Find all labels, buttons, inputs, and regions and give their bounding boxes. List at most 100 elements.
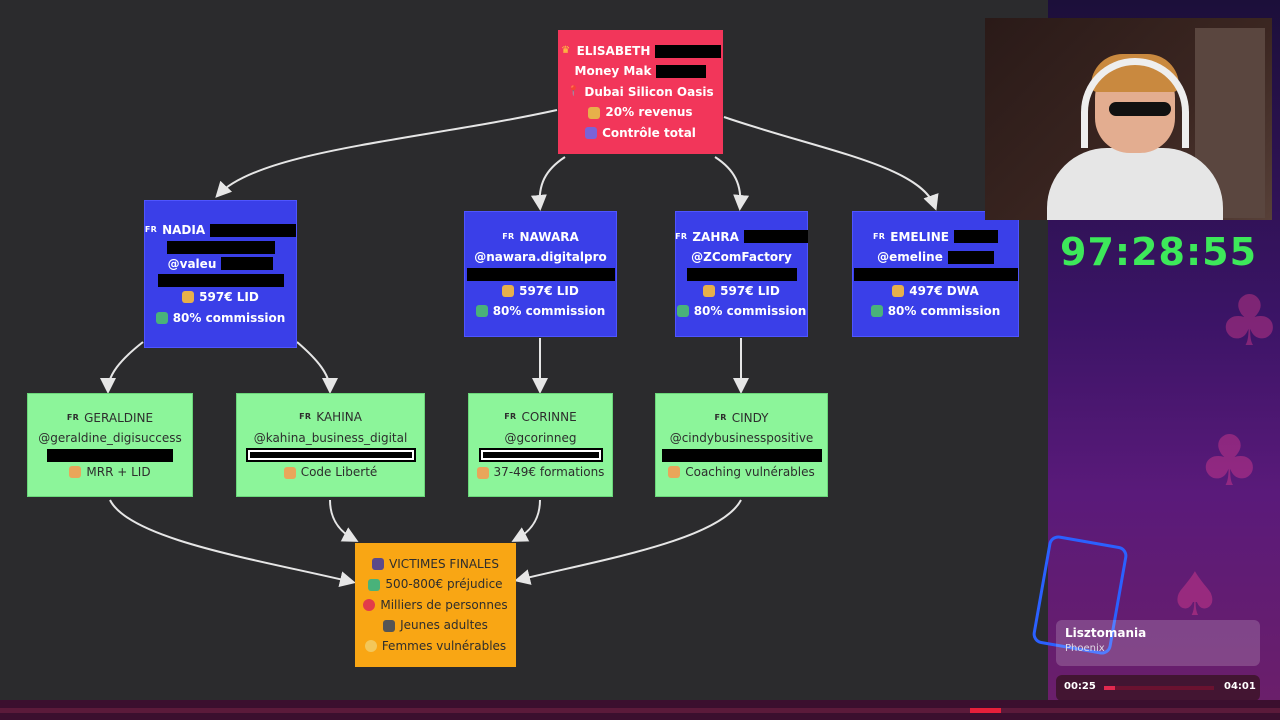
person-icon (476, 466, 489, 479)
money-bag-icon (182, 291, 195, 304)
affiliate-name: KAHINA (316, 410, 362, 425)
victims-item: Jeunes adultes (400, 618, 488, 633)
affiliate-detail: 37-49€ formations (493, 465, 605, 480)
manager-name: EMELINE (890, 229, 949, 244)
redaction (656, 65, 707, 78)
affiliate-handle: @kahina_business_digital (253, 430, 408, 445)
video-progress-bar[interactable] (0, 708, 1280, 713)
node-elisabeth[interactable]: ♛ELISABETH Money Mak 📍Dubai Silicon Oasi… (558, 30, 723, 154)
edge-nadia-kahina (296, 341, 338, 394)
edge-elisabeth-zahra (714, 156, 750, 211)
person-icon (283, 466, 296, 479)
node-title: ELISABETH (576, 43, 651, 58)
edge-elisabeth-nadia (215, 109, 558, 198)
money-wings-icon (676, 305, 689, 318)
edge-geraldine-victims (109, 499, 356, 587)
affiliate-detail: MRR + LID (86, 464, 151, 479)
redaction (478, 448, 603, 463)
money-bag-icon (502, 284, 515, 297)
sunglasses-icon (1109, 102, 1171, 116)
flag-label: FR (504, 412, 517, 422)
song-progress-fill (1104, 686, 1115, 690)
redaction (245, 448, 416, 463)
now-playing-widget: Lisztomania Phoenix 00:25 04:01 (1056, 620, 1260, 702)
redaction (166, 240, 275, 254)
flag-label: FR (873, 231, 886, 241)
node-victims[interactable]: VICTIMES FINALES 500-800€ préjudice Mill… (355, 543, 516, 667)
headphones-icon (1081, 58, 1189, 148)
manager-name: NADIA (162, 223, 206, 237)
edge-nadia-geraldine (100, 341, 144, 394)
video-progress-fill (970, 708, 1001, 713)
redaction (743, 230, 808, 244)
affiliate-name: CINDY (731, 410, 769, 425)
target-icon (363, 599, 376, 611)
song-progress-track (1104, 686, 1214, 690)
person-icon (668, 466, 681, 478)
pin-icon: 📍 (567, 86, 580, 97)
money-bag-icon (588, 106, 601, 119)
flag-label: FR (502, 231, 515, 241)
song-title: Lisztomania (1065, 626, 1147, 640)
manager-offer: 497€ DWA (909, 283, 979, 298)
redaction (953, 230, 998, 244)
face-icon (364, 640, 377, 652)
money-wings-icon (368, 578, 381, 591)
redaction (947, 250, 994, 264)
affiliate-name: GERALDINE (84, 410, 154, 425)
edge-elisabeth-nawara (530, 156, 566, 211)
money-bag-icon (703, 284, 716, 297)
redaction (686, 267, 797, 281)
now-playing-info: Lisztomania Phoenix (1056, 620, 1260, 666)
crown-icon: ♛ (561, 45, 571, 56)
node-location: Dubai Silicon Oasis (584, 84, 714, 99)
victims-item: 500-800€ préjudice (385, 577, 503, 592)
manager-commission: 80% commission (172, 310, 286, 325)
node-cindy[interactable]: FR CINDY @cindybusinesspositive Coaching … (655, 393, 828, 497)
money-wings-icon (155, 311, 168, 324)
affiliate-handle: @gcorinneg (504, 430, 577, 445)
club-icon: ♣ (1218, 280, 1280, 362)
affiliate-detail: Code Liberté (300, 465, 378, 480)
flag-label: FR (299, 412, 312, 422)
club-icon: ♣ (1198, 420, 1261, 502)
manager-commission: 80% commission (887, 304, 1001, 318)
manager-offer: 597€ LID (720, 283, 780, 298)
redaction (157, 274, 284, 287)
affiliate-handle: @geraldine_digisuccess (38, 431, 182, 446)
flag-label: FR (66, 412, 80, 422)
node-geraldine[interactable]: FR GERALDINE @geraldine_digisuccess MRR +… (27, 393, 193, 497)
spade-icon: ♠ (1168, 560, 1222, 630)
manager-name: NAWARA (519, 229, 579, 244)
song-artist: Phoenix (1065, 643, 1105, 654)
victims-item: Milliers de personnes (380, 597, 508, 612)
affiliate-handle: @cindybusinesspositive (669, 431, 814, 446)
victims-title: VICTIMES FINALES (389, 556, 499, 571)
flowchart-canvas: ♛ELISABETH Money Mak 📍Dubai Silicon Oasi… (0, 0, 1048, 700)
webcam-streamer-shirt (1047, 148, 1223, 220)
redaction (466, 267, 615, 281)
money-wings-icon (870, 305, 883, 318)
gamepad-icon (585, 127, 598, 139)
edge-kahina-victims (329, 499, 359, 542)
song-progress-bar: 00:25 04:01 (1056, 675, 1260, 701)
edge-cindy-victims (514, 499, 742, 585)
flag-label: FR (714, 412, 727, 422)
money-wings-icon (475, 305, 488, 318)
phone-icon (383, 619, 396, 632)
manager-offer: 597€ LID (199, 290, 259, 304)
webcam-overlay (985, 18, 1272, 220)
affiliate-detail: Coaching vulnérables (685, 464, 815, 479)
node-kahina[interactable]: FR KAHINA @kahina_business_digital Code L… (236, 393, 425, 497)
redaction (655, 44, 722, 58)
song-elapsed: 00:25 (1064, 681, 1096, 692)
stream-timer: 97:28:55 (1060, 230, 1258, 274)
edge-corinne-victims (511, 499, 541, 542)
edge-elisabeth-emeline (723, 116, 939, 211)
redaction (47, 448, 173, 462)
